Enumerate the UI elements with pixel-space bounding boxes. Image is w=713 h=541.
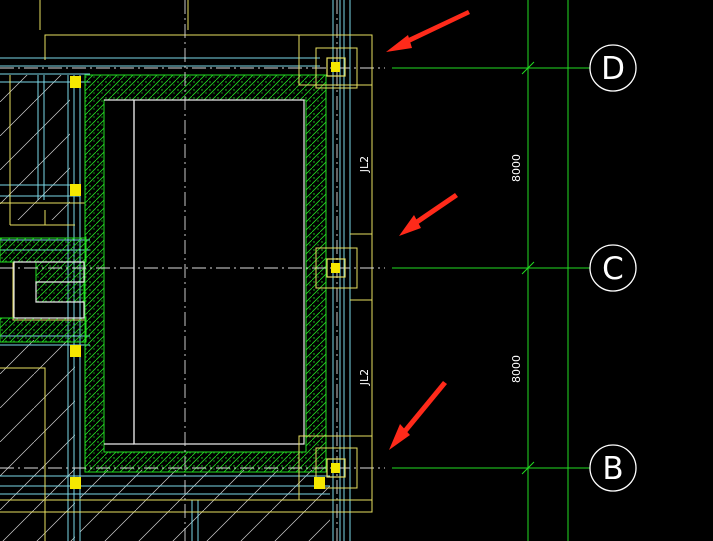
red-arrow-B xyxy=(389,381,447,450)
cyan-beam-lines xyxy=(0,0,351,541)
beam-label-upper: JL2 xyxy=(358,156,371,173)
slab-hatch-left xyxy=(0,75,330,541)
dimension-text-lower: 8000 xyxy=(510,355,523,383)
dimension-text-upper: 8000 xyxy=(510,154,523,182)
pit-outline xyxy=(13,99,305,445)
red-arrow-D xyxy=(386,10,470,52)
axis-label-C: C xyxy=(602,251,624,287)
foundation-C xyxy=(315,247,358,289)
dimension-lines xyxy=(392,0,590,541)
axis-bubble-D: D xyxy=(589,44,637,92)
axis-label-D: D xyxy=(601,51,625,87)
axis-bubble-C: C xyxy=(589,244,637,292)
foundation-D xyxy=(298,34,373,89)
red-arrow-C xyxy=(399,193,458,236)
foundation-B xyxy=(298,435,373,501)
axis-bubble-B: B xyxy=(589,444,637,492)
column-markers xyxy=(70,76,325,489)
axis-label-B: B xyxy=(602,451,623,487)
beam-label-lower: JL2 xyxy=(358,369,371,386)
